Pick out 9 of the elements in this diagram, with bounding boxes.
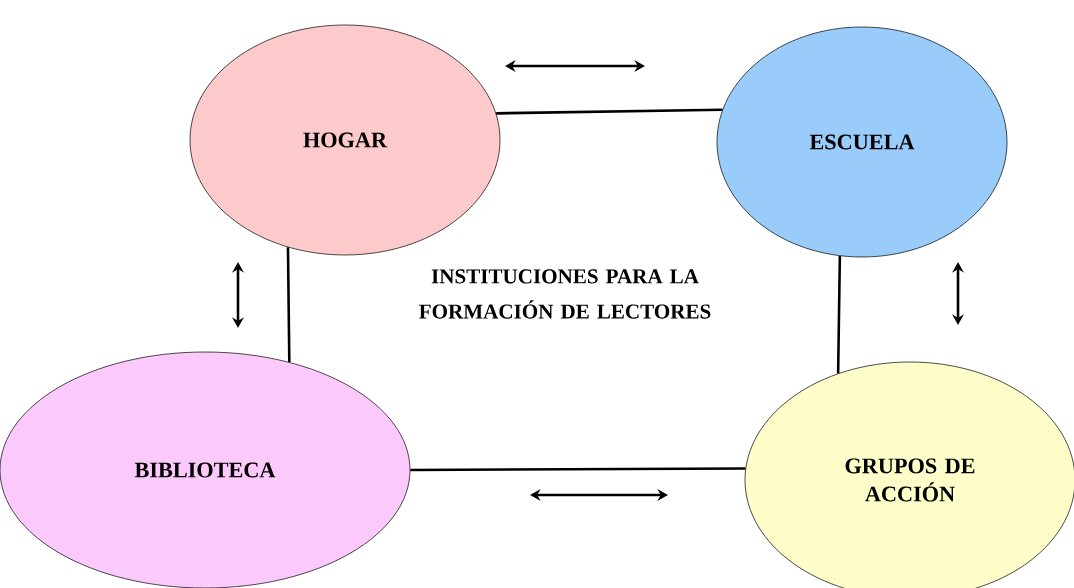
ellipse-node: HOGAR <box>189 24 501 256</box>
connector-line <box>836 255 842 374</box>
connector-line <box>496 108 723 115</box>
connector-line <box>410 467 746 472</box>
ellipse-node: ESCUELA <box>716 26 1008 258</box>
ellipse-node: BIBLIOTECA <box>0 351 411 588</box>
connector-line <box>286 247 291 363</box>
center-title: INSTITUCIONES PARA LA FORMACIÓN DE LECTORES <box>419 269 711 319</box>
ellipse-node: GRUPOS DE ACCIÓN <box>744 361 1074 588</box>
